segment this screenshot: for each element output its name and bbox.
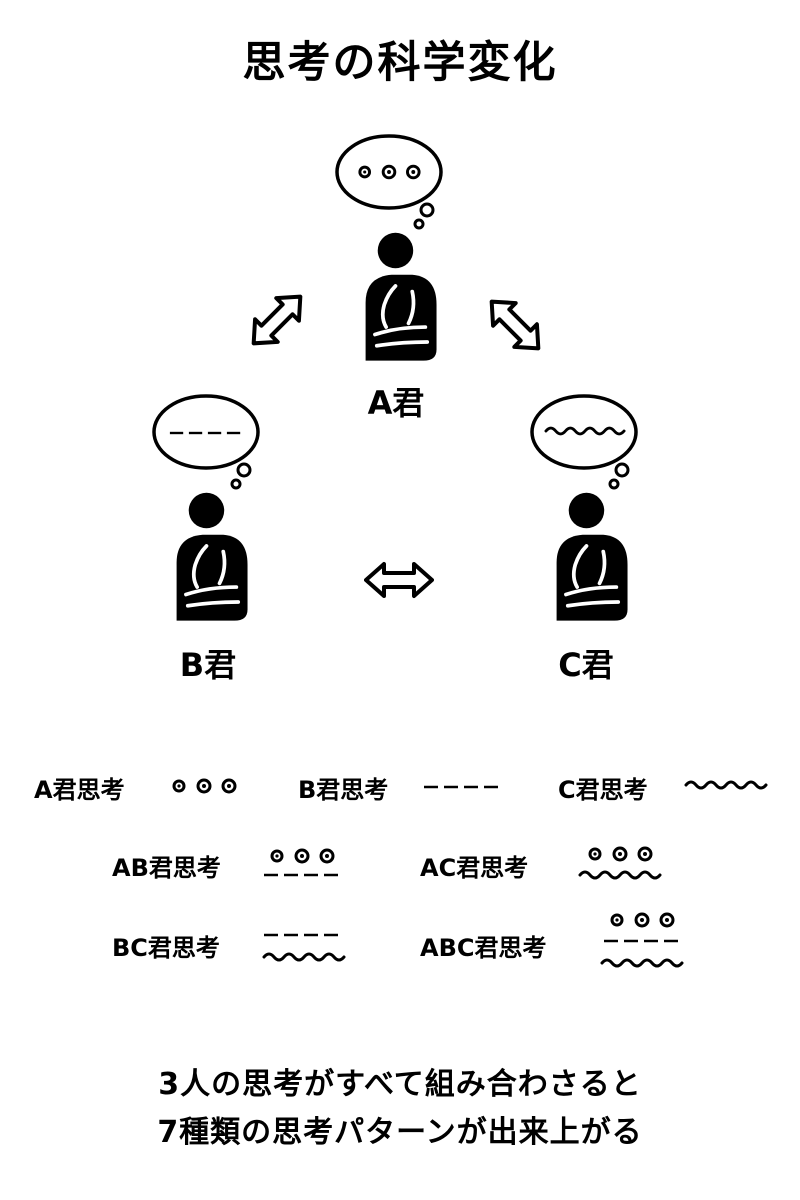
dashes-pattern-icon bbox=[422, 785, 500, 789]
legend-label-b: B君思考 bbox=[298, 776, 389, 804]
legend-label-a: A君思考 bbox=[34, 776, 125, 804]
page-title: 思考の科学変化 bbox=[242, 38, 558, 88]
thought-bubble-b bbox=[152, 394, 260, 490]
dots-pattern-icon bbox=[610, 912, 675, 928]
person-b-label: B君 bbox=[179, 646, 237, 684]
footer-line-2: 7種類の思考パターンが出来上がる bbox=[157, 1115, 643, 1150]
thought-bubble-a bbox=[335, 134, 443, 230]
dots-pattern-icon bbox=[270, 848, 335, 864]
legend-label-c: C君思考 bbox=[558, 776, 648, 804]
dashes-pattern-icon bbox=[262, 933, 340, 937]
double-arrow-icon bbox=[480, 305, 550, 345]
double-arrow-icon bbox=[242, 300, 312, 340]
person-a-label: A君 bbox=[367, 384, 425, 422]
legend-label-ab: AB君思考 bbox=[112, 854, 221, 882]
thinking-person-icon bbox=[363, 230, 439, 363]
dashes-pattern-icon bbox=[602, 939, 680, 943]
wave-pattern-icon bbox=[578, 870, 662, 880]
double-arrow-icon bbox=[364, 562, 434, 598]
wave-pattern-icon bbox=[262, 952, 346, 962]
footer-line-1: 3人の思考がすべて組み合わさると bbox=[158, 1067, 642, 1102]
legend-label-bc: BC君思考 bbox=[112, 934, 220, 962]
dots-pattern-icon bbox=[172, 778, 237, 794]
thinking-person-icon bbox=[174, 490, 250, 623]
legend-label-abc: ABC君思考 bbox=[420, 934, 547, 962]
legend-label-ac: AC君思考 bbox=[420, 854, 529, 882]
dots-pattern-icon bbox=[588, 846, 653, 862]
thinking-person-icon bbox=[554, 490, 630, 623]
wave-pattern-icon bbox=[600, 958, 684, 968]
person-c-label: C君 bbox=[558, 646, 614, 684]
wave-pattern-icon bbox=[684, 780, 768, 790]
dashes-pattern-icon bbox=[262, 873, 340, 877]
thought-bubble-c bbox=[530, 394, 638, 490]
